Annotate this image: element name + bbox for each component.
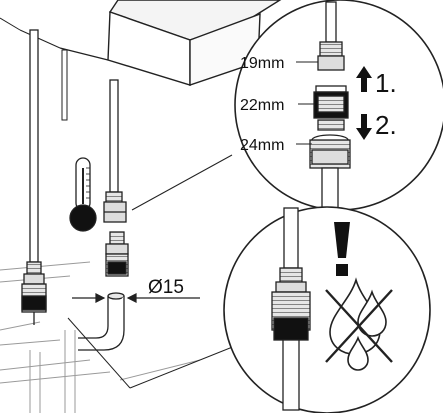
leader-lines (67, 154, 251, 389)
diameter-dimension (72, 293, 200, 303)
floor-supply-pipe (78, 292, 125, 351)
size-leaders (296, 61, 318, 145)
fitting-adapter (105, 231, 129, 277)
left-supply-pipe (21, 29, 47, 325)
size-label-22mm: 22mm (240, 97, 284, 114)
step-label-1: 1. (375, 68, 397, 98)
wall-floor-lines (0, 261, 201, 413)
appliance-outlet-pipe (103, 79, 127, 223)
connected-pipe (271, 207, 311, 411)
thin-rod (61, 49, 68, 121)
thermometer-icon (69, 157, 97, 232)
arrow-down-icon (356, 114, 372, 140)
arrow-up-icon (356, 66, 372, 92)
diameter-label: Ø15 (148, 277, 184, 298)
detail-circle-fittings: 19mm 22mm 24mm 1. 2. (234, 0, 443, 211)
nut-24mm (309, 134, 351, 209)
detail-circle-warning (223, 206, 431, 413)
size-label-24mm: 24mm (240, 137, 284, 154)
appliance-body (0, 0, 282, 86)
step-label-2: 2. (375, 110, 397, 140)
crossed-water-drops-icon (325, 277, 393, 371)
pipe-segment (317, 1, 345, 71)
exclamation-icon (334, 222, 350, 276)
nut-22mm (313, 85, 349, 131)
size-label-19mm: 19mm (240, 55, 284, 72)
